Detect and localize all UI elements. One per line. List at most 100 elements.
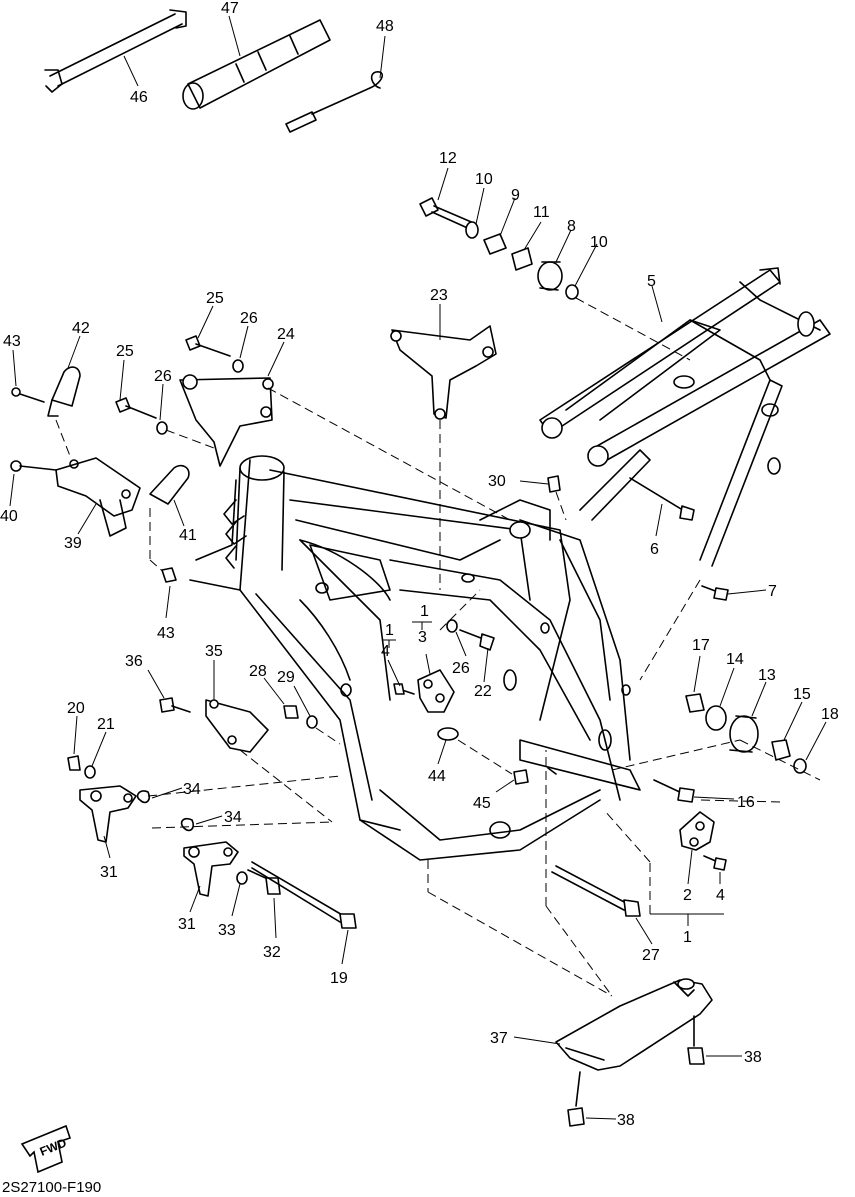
washer-26-right (446, 619, 458, 633)
collar-9 (483, 233, 507, 255)
callout-38: 38 (744, 1049, 762, 1066)
callout-35: 35 (205, 643, 223, 660)
callout-31: 31 (100, 864, 118, 881)
bolt-38-left (567, 1071, 585, 1127)
long-bolt-19 (251, 861, 357, 929)
callout-1-right: 1 (683, 929, 692, 946)
clip-34-upper (136, 790, 151, 804)
nut-30 (547, 475, 561, 493)
callout-26-second: 26 (154, 368, 172, 385)
callout-13: 13 (758, 667, 776, 684)
callout-25: 25 (206, 290, 224, 307)
callout-16: 16 (737, 794, 755, 811)
main-frame (189, 455, 641, 861)
callout-31-second: 31 (178, 916, 196, 933)
washer-18 (793, 758, 807, 774)
callout-27: 27 (642, 947, 660, 964)
diagram-code: 2S27100-F190 (2, 1179, 101, 1196)
clip-34-lower (180, 817, 195, 832)
nut-28 (283, 705, 299, 719)
callout-32: 32 (263, 944, 281, 961)
callout-6: 6 (650, 541, 659, 558)
callout-39: 39 (64, 535, 82, 552)
callout-8: 8 (567, 218, 576, 235)
fwd-arrow-icon: FWD (20, 1124, 72, 1174)
callout-34-second: 34 (224, 809, 242, 826)
engine-mount-plate-3 (417, 669, 455, 713)
callout-43: 43 (3, 333, 21, 350)
callout-38-second: 38 (617, 1112, 635, 1129)
footpeg-41 (149, 464, 190, 505)
callout-22: 22 (474, 683, 492, 700)
washer-21 (84, 765, 96, 779)
bolt-43-upper (11, 387, 45, 403)
engine-bracket-24 (179, 374, 274, 467)
engine-bracket-23 (390, 325, 497, 420)
callout-1-top: 1 (420, 603, 429, 620)
footpeg-bracket-39 (55, 457, 141, 537)
rear-subframe-5 (539, 267, 831, 567)
bushing-13 (729, 715, 759, 753)
callout-41: 41 (179, 527, 197, 544)
bolt-16 (653, 779, 695, 803)
callout-45: 45 (473, 795, 491, 812)
callout-34: 34 (183, 781, 201, 798)
callout-28: 28 (249, 663, 267, 680)
washer-29 (306, 715, 318, 729)
callout-12: 12 (439, 150, 457, 167)
callout-43-second: 43 (157, 625, 175, 642)
washer-10 (565, 284, 579, 300)
bolt-36 (159, 697, 191, 713)
screwdriver-handle-tool (285, 71, 383, 133)
bolt-32 (247, 869, 281, 895)
callout-26-third: 26 (452, 660, 470, 677)
bolt-43-lower (161, 567, 177, 583)
bracket-31-lower (183, 841, 239, 897)
footpeg-42 (47, 366, 81, 417)
callout-37: 37 (490, 1030, 508, 1047)
callout-9: 9 (511, 187, 520, 204)
callout-19: 19 (330, 970, 348, 987)
callout-29: 29 (277, 669, 295, 686)
bolt-4-right (703, 855, 727, 871)
callout-7: 7 (768, 583, 777, 600)
callout-42: 42 (72, 320, 90, 337)
spanner-wrench (44, 9, 187, 93)
callout-10: 10 (475, 171, 493, 188)
bolt-6 (629, 477, 695, 521)
nut-20 (67, 755, 81, 771)
bolt-4-left (393, 683, 415, 695)
callout-11: 11 (533, 204, 550, 221)
callout-4-right: 4 (716, 887, 725, 904)
callout-24: 24 (277, 326, 295, 343)
callout-47: 47 (221, 0, 239, 17)
callout-36: 36 (125, 653, 143, 670)
callout-26: 26 (240, 310, 258, 327)
callout-44: 44 (428, 768, 446, 785)
callout-18: 18 (821, 706, 839, 723)
bushing-8 (537, 261, 563, 291)
callout-2: 2 (683, 887, 692, 904)
cover-35 (205, 699, 269, 753)
callout-40: 40 (0, 508, 18, 525)
callout-21: 21 (97, 716, 115, 733)
long-bolt-27 (551, 865, 641, 917)
callout-23: 23 (430, 287, 448, 304)
washer-44 (437, 727, 459, 741)
engine-bolt-12 (419, 197, 479, 239)
callout-15: 15 (793, 686, 811, 703)
callout-46: 46 (130, 89, 148, 106)
callout-1-left: 1 (385, 622, 394, 639)
bolt-25-lower (115, 397, 168, 435)
box-wrench-tool (182, 19, 331, 110)
callout-3: 3 (418, 629, 427, 646)
callout-labels: 47 48 46 12 10 9 11 8 10 5 23 25 26 24 4… (0, 0, 839, 1129)
bolt-25-upper (185, 335, 244, 373)
bolt-40 (10, 460, 57, 472)
callout-10-second: 10 (590, 234, 608, 251)
collar-11 (511, 247, 533, 271)
callout-17: 17 (692, 637, 710, 654)
callout-14: 14 (726, 651, 744, 668)
nut-45 (513, 769, 529, 785)
